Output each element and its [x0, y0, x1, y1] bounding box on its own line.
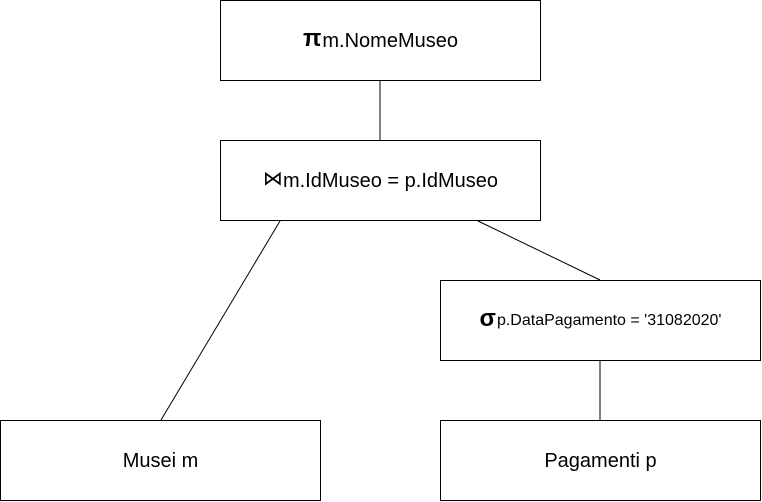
- pagamenti-relation-node: Pagamenti p: [440, 420, 761, 501]
- pagamenti-label: Pagamenti p: [544, 449, 657, 472]
- selection-symbol: σ: [479, 304, 496, 332]
- musei-label: Musei m: [122, 449, 199, 472]
- edge-join-selection: [477, 220, 601, 281]
- join-node: ⋈m.IdMuseo = p.IdMuseo: [220, 140, 541, 221]
- selection-expression: p.DataPagamento = '31082020': [496, 311, 722, 329]
- join-expression: m.IdMuseo = p.IdMuseo: [282, 169, 499, 192]
- projection-symbol: π: [303, 24, 322, 52]
- musei-relation-node: Musei m: [0, 420, 321, 501]
- join-symbol: ⋈: [262, 165, 283, 190]
- projection-expression: m.NomeMuseo: [322, 29, 458, 52]
- edge-join-musei: [160, 220, 281, 421]
